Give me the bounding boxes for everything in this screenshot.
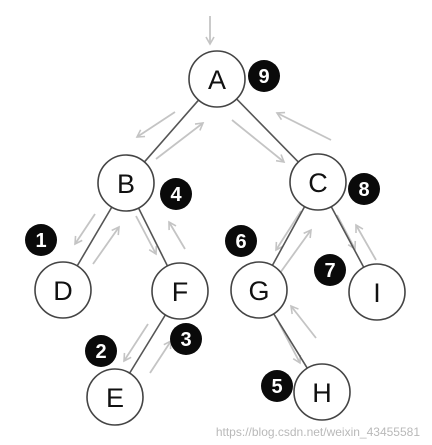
traversal-arrow-6 <box>74 213 96 246</box>
node-i: I <box>348 263 406 321</box>
order-badge-a: 9 <box>248 60 280 92</box>
node-label: H <box>312 378 332 408</box>
traversal-arrow-14 <box>336 214 357 251</box>
badge-circle <box>261 370 293 402</box>
node-label: I <box>373 278 381 308</box>
traversal-arrow-11 <box>149 339 172 374</box>
badge-circle <box>85 335 117 367</box>
tree-nodes: A B C D F E G I H <box>34 50 406 426</box>
badge-label: 3 <box>180 329 191 351</box>
node-circle <box>86 368 144 426</box>
order-badge-i: 7 <box>314 254 346 286</box>
badge-circle <box>314 254 346 286</box>
node-c: C <box>289 153 347 211</box>
node-circle <box>230 261 288 319</box>
badge-label: 8 <box>358 179 369 201</box>
badge-label: 9 <box>258 66 269 88</box>
node-b: B <box>97 154 155 212</box>
traversal-arrow-15 <box>355 223 377 261</box>
traversal-arrow-10 <box>123 323 149 363</box>
order-badge-d: 1 <box>25 224 57 256</box>
node-d: D <box>34 261 92 319</box>
traversal-arrow-3 <box>155 122 205 160</box>
order-badge-e: 2 <box>85 335 117 367</box>
traversal-arrow-12 <box>275 210 302 252</box>
traversal-arrow-9 <box>168 220 186 250</box>
edge-f-e <box>128 314 167 374</box>
traversal-arrow-17 <box>290 304 317 339</box>
node-circle <box>348 263 406 321</box>
badge-label: 4 <box>170 184 182 206</box>
order-badge-f: 3 <box>170 323 202 355</box>
badge-label: 7 <box>324 260 335 282</box>
node-circle <box>289 153 347 211</box>
edge-b-d <box>76 206 113 267</box>
badge-circle <box>225 225 257 257</box>
traversal-arrow-8 <box>135 215 158 256</box>
traversal-arrow-4 <box>231 119 286 164</box>
node-e: E <box>86 368 144 426</box>
order-badge-g: 6 <box>225 225 257 257</box>
node-label: C <box>308 168 328 198</box>
edge-a-c <box>236 98 299 163</box>
badge-circle <box>170 323 202 355</box>
order-badge-b: 4 <box>160 178 192 210</box>
traversal-arrows <box>74 16 377 374</box>
badge-label: 2 <box>95 341 106 363</box>
node-g: G <box>230 261 288 319</box>
edge-b-f <box>137 207 169 267</box>
edge-a-b <box>143 99 200 163</box>
badge-label: 6 <box>235 231 246 253</box>
node-f: F <box>151 262 209 320</box>
badge-label: 1 <box>35 230 46 252</box>
node-label: D <box>53 276 73 306</box>
node-label: E <box>106 383 124 413</box>
traversal-arrow-2 <box>135 111 176 138</box>
edge-c-i <box>330 206 365 268</box>
node-circle <box>34 261 92 319</box>
node-label: G <box>248 276 269 306</box>
order-badges: 9 4 8 1 3 2 6 7 5 <box>25 60 380 402</box>
order-badge-c: 8 <box>348 173 380 205</box>
node-label: A <box>208 65 226 95</box>
node-a: A <box>188 50 246 108</box>
traversal-arrow-7 <box>92 225 120 265</box>
traversal-arrow-13 <box>279 228 312 274</box>
node-h: H <box>293 363 351 421</box>
badge-circle <box>248 60 280 92</box>
traversal-arrow-16 <box>278 322 302 365</box>
node-label: F <box>172 277 189 307</box>
badge-circle <box>348 173 380 205</box>
badge-label: 5 <box>271 376 282 398</box>
watermark: https://blog.csdn.net/weixin_43455581 <box>215 425 420 439</box>
traversal-arrow-5 <box>275 111 332 141</box>
node-circle <box>188 50 246 108</box>
tree-edges <box>76 98 365 374</box>
edge-c-g <box>271 206 306 266</box>
node-circle <box>97 154 155 212</box>
node-label: B <box>117 169 135 199</box>
badge-circle <box>25 224 57 256</box>
node-circle <box>151 262 209 320</box>
edge-g-h <box>273 313 308 369</box>
badge-circle <box>160 178 192 210</box>
node-circle <box>293 363 351 421</box>
order-badge-h: 5 <box>261 370 293 402</box>
